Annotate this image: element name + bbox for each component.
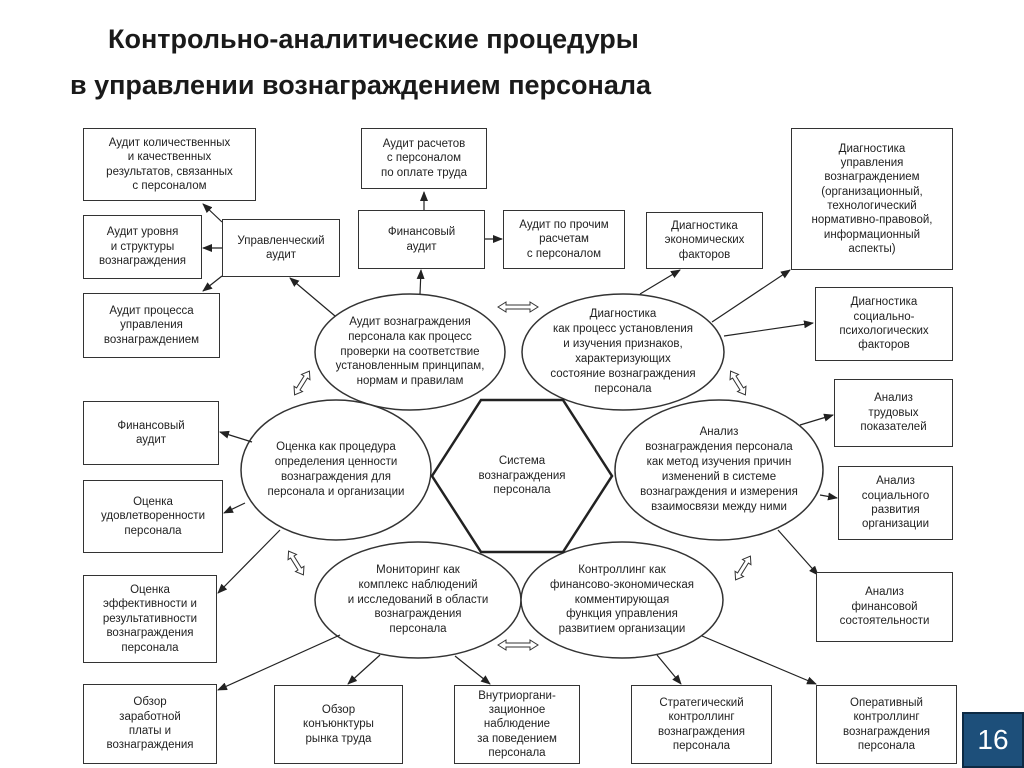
- arrow-diag-to-economic: [639, 269, 681, 295]
- double-arrow-assessment-monitoring: [287, 550, 305, 576]
- slide-title-line-1: Контрольно-аналитические процедуры: [108, 24, 639, 54]
- arrow-diag-to-psych: [723, 320, 814, 337]
- arrow-mon-to-salary: [217, 634, 341, 691]
- arrow-mgmt-to-process: [202, 275, 223, 292]
- arrow-mon-to-internal: [454, 655, 491, 685]
- box-audit-other: Аудит по прочим расчетам с персоналом: [503, 210, 625, 269]
- ellipse-audit-label: Аудит вознаграждения персонала как проце…: [335, 315, 485, 388]
- ellipse-assessment-label: Оценка как процедура определения ценност…: [267, 441, 405, 498]
- box-diag-psych: Диагностика социально- психологических ф…: [815, 287, 953, 361]
- box-assess-satisfaction: Оценка удовлетворенности персонала: [83, 480, 223, 553]
- ellipse-diagnostics-shape: [521, 293, 725, 411]
- box-audit-quantity: Аудит количественных и качественных резу…: [83, 128, 256, 201]
- ellipse-controlling-shape: [520, 541, 724, 659]
- ellipse-analysis-label: Анализ вознаграждения персонала как мето…: [640, 426, 798, 513]
- ellipse-assessment-shape: [240, 399, 432, 541]
- box-financial-audit-top: Финансовый аудит: [358, 210, 485, 269]
- box-audit-level: Аудит уровня и структуры вознаграждения: [83, 215, 202, 279]
- box-operational-controlling: Оперативный контроллинг вознаграждения п…: [816, 685, 957, 764]
- box-analysis-social: Анализ социального развития организации: [838, 466, 953, 540]
- box-internal-observation: Внутриоргани- зационное наблюдение за по…: [454, 685, 580, 764]
- double-arrow-audit-diagnostics: [497, 301, 539, 313]
- arrow-diag-to-management: [711, 269, 791, 323]
- arrow-assess-to-efficiency: [217, 529, 281, 594]
- box-audit-process: Аудит процесса управления вознаграждение…: [83, 293, 220, 358]
- box-diag-management: Диагностика управления вознаграждением (…: [791, 128, 953, 270]
- arrow-analysis-to-social: [819, 492, 838, 501]
- arrow-mgmt-to-quantity: [202, 203, 223, 223]
- box-review-salary: Обзор заработной платы и вознаграждения: [83, 684, 217, 764]
- double-arrow-audit-assessment: [293, 370, 311, 396]
- slide-title-line-2: в управлении вознаграждением персонала: [70, 70, 652, 100]
- box-analysis-finance: Анализ финансовой состоятельности: [816, 572, 953, 642]
- double-arrow-analysis-controlling: [734, 555, 752, 581]
- double-arrow-monitoring-controlling: [497, 639, 539, 651]
- box-diag-economic: Диагностика экономических факторов: [646, 212, 763, 269]
- box-strategic-controlling: Стратегический контроллинг вознаграждени…: [631, 685, 772, 764]
- ellipse-audit-shape: [314, 293, 506, 411]
- box-financial-audit-left: Финансовый аудит: [83, 401, 219, 465]
- page-number-badge: 16: [962, 712, 1024, 768]
- center-hexagon-shape: [430, 398, 614, 554]
- arrow-ctrl-to-operational: [701, 635, 817, 685]
- arrow-audit-to-mgmt: [289, 277, 336, 317]
- arrow-assess-to-satisfaction: [223, 502, 246, 514]
- box-review-market: Обзор конъюнктуры рынка труда: [274, 685, 403, 764]
- arrow-analysis-to-finance: [777, 529, 819, 576]
- box-assess-efficiency: Оценка эффективности и результативности …: [83, 575, 217, 663]
- arrow-assess-to-finaudit: [219, 430, 253, 443]
- ellipse-controlling-label: Контроллинг как финансово-экономическая …: [549, 563, 694, 636]
- box-audit-payroll: Аудит расчетов с персоналом по оплате тр…: [361, 128, 487, 189]
- ellipse-analysis-shape: [614, 399, 824, 541]
- ellipse-diagnostics-label: Диагностика как процесс установления и и…: [550, 308, 696, 395]
- arrow-mon-to-market: [347, 654, 381, 685]
- arrow-audit-to-fin: [416, 269, 425, 295]
- box-analysis-labor: Анализ трудовых показателей: [834, 379, 953, 447]
- box-management-audit: Управленческий аудит: [222, 219, 340, 277]
- double-arrow-diagnostics-analysis: [729, 370, 747, 396]
- center-system-label: Система вознаграждения персонала: [478, 454, 566, 497]
- arrow-analysis-to-labor: [799, 413, 834, 426]
- arrow-ctrl-to-strategic: [656, 654, 682, 685]
- ellipse-monitoring-label: Мониторинг как комплекс наблюдений и исс…: [347, 563, 489, 636]
